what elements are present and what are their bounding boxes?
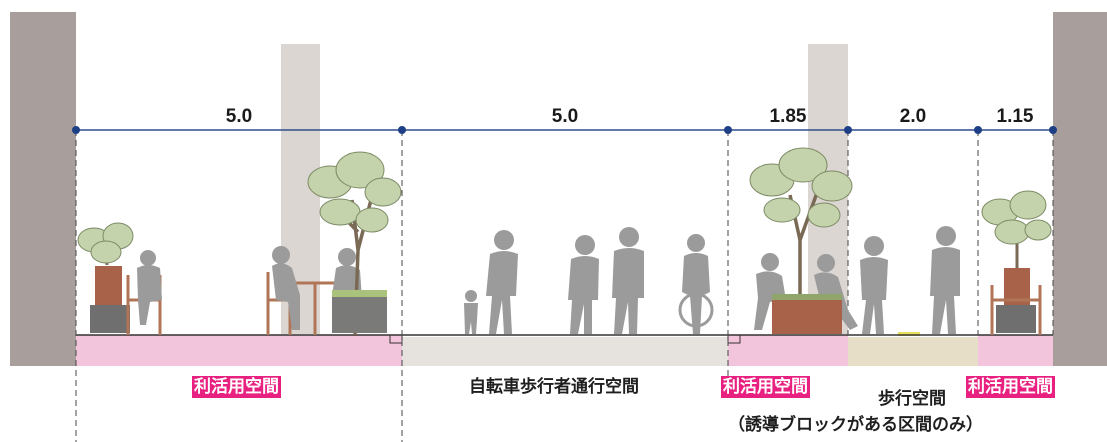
person-walking-4 bbox=[860, 236, 888, 334]
curb-marker-left bbox=[389, 334, 403, 344]
planter-grass-middle bbox=[772, 294, 842, 300]
person-seated-1 bbox=[137, 250, 162, 325]
surface-utilization-middle bbox=[728, 335, 848, 366]
label-utilization-middle: 利活用空間 bbox=[721, 376, 810, 398]
planter-left bbox=[95, 266, 122, 308]
tree-large-middle bbox=[749, 147, 853, 320]
tree-large-left bbox=[307, 151, 402, 336]
label-bike-pedestrian: 自転車歩行者通行空間 bbox=[469, 377, 639, 397]
tactile-block bbox=[898, 332, 920, 336]
dimension-label-5: 1.15 bbox=[997, 106, 1034, 127]
surface-utilization-left bbox=[76, 335, 402, 366]
person-seated-2 bbox=[272, 246, 300, 330]
planter-grass-left bbox=[332, 290, 387, 297]
bench-base-right bbox=[996, 305, 1036, 333]
bench-right bbox=[990, 285, 1042, 335]
bench-base-left bbox=[90, 305, 130, 333]
cyclist bbox=[678, 234, 714, 334]
planter-middle bbox=[772, 298, 842, 334]
surface-bike-pedestrian bbox=[402, 337, 728, 366]
building-right bbox=[1053, 12, 1107, 366]
person-walking-3 bbox=[612, 227, 644, 334]
dimension-label-2: 5.0 bbox=[552, 106, 578, 127]
surface-utilization-right bbox=[978, 335, 1053, 366]
zone-boundaries bbox=[75, 130, 1054, 442]
tree-small-left bbox=[77, 222, 134, 266]
person-walking-1 bbox=[486, 230, 518, 334]
label-utilization-left: 利活用空間 bbox=[192, 376, 281, 398]
dimension-dots bbox=[72, 126, 1057, 134]
planter-right bbox=[1004, 268, 1030, 308]
building-left bbox=[10, 12, 76, 366]
curb-marker-right bbox=[727, 334, 741, 344]
person-walking-2 bbox=[568, 235, 599, 334]
person-walking-5 bbox=[930, 226, 960, 334]
planter-low-left bbox=[332, 295, 387, 333]
dimension-label-3: 1.85 bbox=[770, 106, 807, 127]
tree-small-right bbox=[981, 190, 1052, 268]
person-seated-4 bbox=[754, 253, 786, 330]
person-child bbox=[464, 290, 478, 334]
label-walkway: 歩行空間 bbox=[878, 389, 946, 409]
label-utilization-right: 利活用空間 bbox=[966, 376, 1055, 398]
dimension-label-4: 2.0 bbox=[900, 106, 926, 127]
dimension-label-1: 5.0 bbox=[226, 106, 252, 127]
surface-walkway bbox=[848, 337, 978, 366]
label-walkway-note: （誘導ブロックがある区間のみ） bbox=[728, 415, 983, 435]
